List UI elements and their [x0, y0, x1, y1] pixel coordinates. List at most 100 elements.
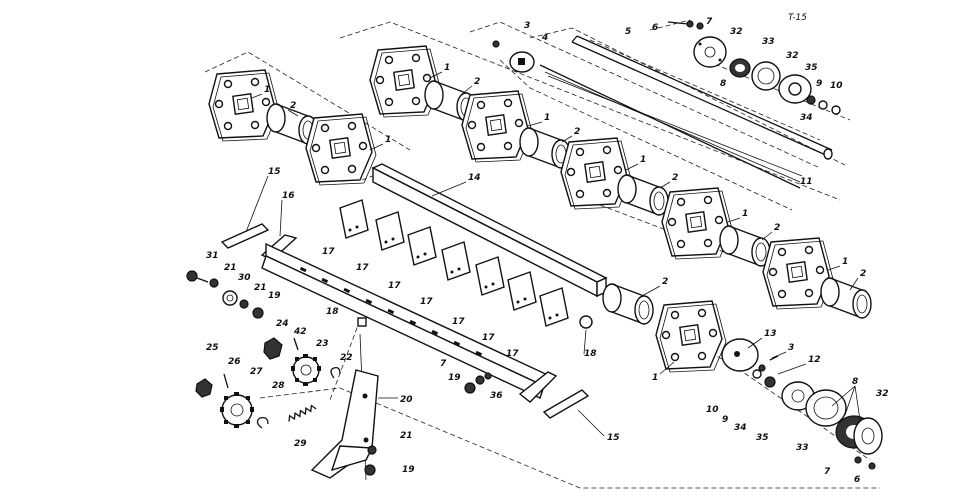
- svg-text:35: 35: [756, 433, 769, 443]
- flange-1h: [655, 300, 727, 373]
- svg-text:11: 11: [800, 177, 813, 187]
- pin-42: [293, 337, 299, 351]
- svg-text:22: 22: [340, 353, 353, 363]
- sleeve-2f: [820, 277, 872, 319]
- svg-text:21: 21: [224, 263, 237, 273]
- svg-text:15: 15: [607, 433, 620, 443]
- svg-text:8: 8: [852, 377, 858, 387]
- svg-text:20: 20: [400, 395, 413, 405]
- blade-17b: [375, 211, 405, 251]
- blade-17c: [407, 226, 437, 266]
- svg-text:1: 1: [742, 209, 748, 219]
- rods-11: [539, 64, 803, 189]
- middle-hardware: [464, 315, 593, 394]
- svg-text:17: 17: [322, 247, 335, 257]
- sprocket-27: [220, 392, 254, 428]
- svg-text:19: 19: [402, 465, 415, 475]
- svg-text:5: 5: [625, 27, 631, 37]
- svg-text:32: 32: [786, 51, 799, 61]
- svg-text:33: 33: [796, 443, 809, 453]
- svg-text:1: 1: [444, 63, 450, 73]
- svg-text:1: 1: [640, 155, 646, 165]
- svg-text:33: 33: [762, 37, 775, 47]
- svg-text:25: 25: [206, 343, 219, 353]
- svg-text:4: 4: [541, 33, 548, 43]
- bolt-18a: [357, 317, 367, 327]
- flange-1b: [305, 113, 377, 186]
- svg-text:7: 7: [440, 359, 447, 369]
- washer-21c: [367, 445, 377, 455]
- svg-text:27: 27: [250, 367, 263, 377]
- svg-text:2: 2: [672, 173, 678, 183]
- nut-19c: [364, 464, 376, 476]
- svg-text:19: 19: [448, 373, 461, 383]
- plate-15a: [220, 223, 270, 249]
- svg-text:3: 3: [524, 21, 530, 31]
- washer-4-top: [509, 51, 535, 73]
- svg-text:6: 6: [854, 475, 860, 485]
- top-bearing-cluster: [667, 20, 841, 115]
- svg-text:2: 2: [474, 77, 480, 87]
- svg-text:17: 17: [452, 317, 465, 327]
- svg-text:17: 17: [388, 281, 401, 291]
- svg-text:35: 35: [805, 63, 818, 73]
- svg-text:12: 12: [808, 355, 821, 365]
- svg-text:19: 19: [268, 291, 281, 301]
- svg-text:10: 10: [706, 405, 719, 415]
- key-26: [223, 373, 229, 389]
- svg-text:31: 31: [206, 251, 219, 261]
- svg-text:17: 17: [420, 297, 433, 307]
- leader-lines: [245, 71, 859, 437]
- svg-text:1: 1: [385, 135, 391, 145]
- svg-text:17: 17: [506, 349, 519, 359]
- blade-17e: [475, 256, 505, 296]
- callout-labels: 1 2 1 1 2 1 2 1 2 1 2 1 2 2 1 3 4 5 6 7 …: [206, 17, 889, 485]
- bolt-3-top: [492, 40, 500, 48]
- sleeve-2g: [602, 283, 654, 325]
- blade-17f: [507, 271, 537, 311]
- svg-text:1: 1: [842, 257, 848, 267]
- svg-text:8: 8: [720, 79, 726, 89]
- svg-text:1: 1: [264, 85, 270, 95]
- svg-text:2: 2: [574, 127, 580, 137]
- svg-text:2: 2: [860, 269, 866, 279]
- sleeve-2c: [519, 127, 571, 169]
- svg-text:7: 7: [706, 17, 713, 27]
- nut-25: [195, 378, 213, 398]
- svg-text:1: 1: [544, 113, 550, 123]
- svg-text:10: 10: [830, 81, 843, 91]
- sleeve-2d: [617, 174, 669, 216]
- svg-text:36: 36: [490, 391, 503, 401]
- svg-text:13: 13: [764, 329, 777, 339]
- svg-text:6: 6: [652, 23, 658, 33]
- flange-1a: [208, 69, 280, 142]
- svg-text:2: 2: [290, 101, 296, 111]
- svg-text:2: 2: [774, 223, 780, 233]
- spring-29: [288, 404, 317, 422]
- svg-text:17: 17: [482, 333, 495, 343]
- svg-text:32: 32: [876, 389, 889, 399]
- sleeve-2e: [719, 225, 771, 267]
- svg-text:16: 16: [282, 191, 295, 201]
- svg-text:9: 9: [816, 79, 822, 89]
- svg-text:2: 2: [662, 277, 668, 287]
- svg-text:26: 26: [228, 357, 241, 367]
- clip-28: [256, 416, 269, 429]
- svg-text:15: 15: [268, 167, 281, 177]
- svg-text:34: 34: [800, 113, 813, 123]
- blade-17d: [441, 241, 471, 281]
- svg-text:28: 28: [272, 381, 285, 391]
- svg-text:7: 7: [824, 467, 831, 477]
- svg-text:21: 21: [400, 431, 413, 441]
- arm-20: [310, 333, 379, 481]
- svg-text:18: 18: [584, 349, 597, 359]
- hub-24: [263, 337, 283, 360]
- blade-17a: [339, 199, 369, 239]
- svg-text:9: 9: [722, 415, 728, 425]
- svg-text:18: 18: [326, 307, 339, 317]
- blade-17g: [539, 287, 569, 327]
- angle-bracket-16: [260, 234, 558, 403]
- shaft-5: [571, 35, 833, 160]
- svg-text:32: 32: [730, 27, 743, 37]
- svg-text:3: 3: [788, 343, 794, 353]
